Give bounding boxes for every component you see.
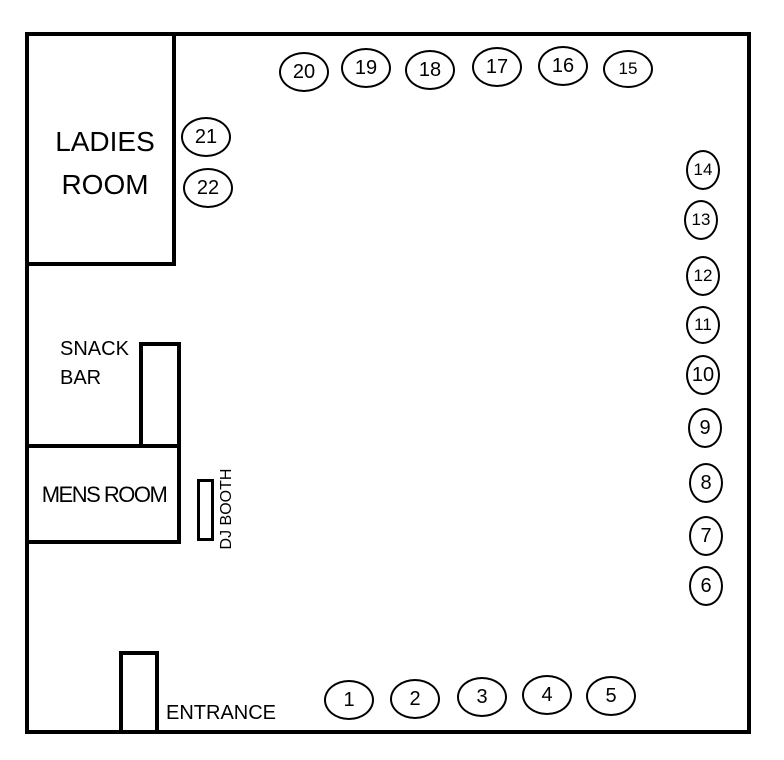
ladies-room [25,32,176,266]
table-3: 3 [457,677,507,717]
entrance-label: ENTRANCE [166,702,277,724]
table-21: 21 [181,117,231,157]
table-4: 4 [522,675,572,715]
table-7: 7 [689,516,723,556]
table-18: 18 [405,50,455,90]
table-6: 6 [689,566,723,606]
dj-booth [197,479,214,541]
table-9: 9 [688,408,722,448]
snack-bar [139,342,181,448]
table-5: 5 [586,676,636,716]
table-15: 15 [603,50,653,88]
table-12: 12 [686,256,720,296]
snack-bar-label-line1: SNACK [60,338,129,360]
table-19: 19 [341,48,391,88]
table-17: 17 [472,47,522,87]
ladies-room-label-line2: ROOM [61,169,149,200]
snack-bar-label-line2: BAR [60,367,102,389]
table-13: 13 [684,200,718,240]
ladies-room-label-line1: LADIES [55,126,155,157]
table-22: 22 [183,168,233,208]
mens-room-label: MENS ROOM [41,482,168,507]
dj-booth-label: DJ BOOTH [218,468,235,550]
table-8: 8 [689,463,723,503]
table-10: 10 [686,355,720,395]
mens-room [25,444,181,544]
table-20: 20 [279,52,329,92]
table-11: 11 [686,306,720,344]
table-2: 2 [390,679,440,719]
table-14: 14 [686,150,720,190]
table-16: 16 [538,46,588,86]
table-1: 1 [324,680,374,720]
entrance-door [119,651,159,734]
